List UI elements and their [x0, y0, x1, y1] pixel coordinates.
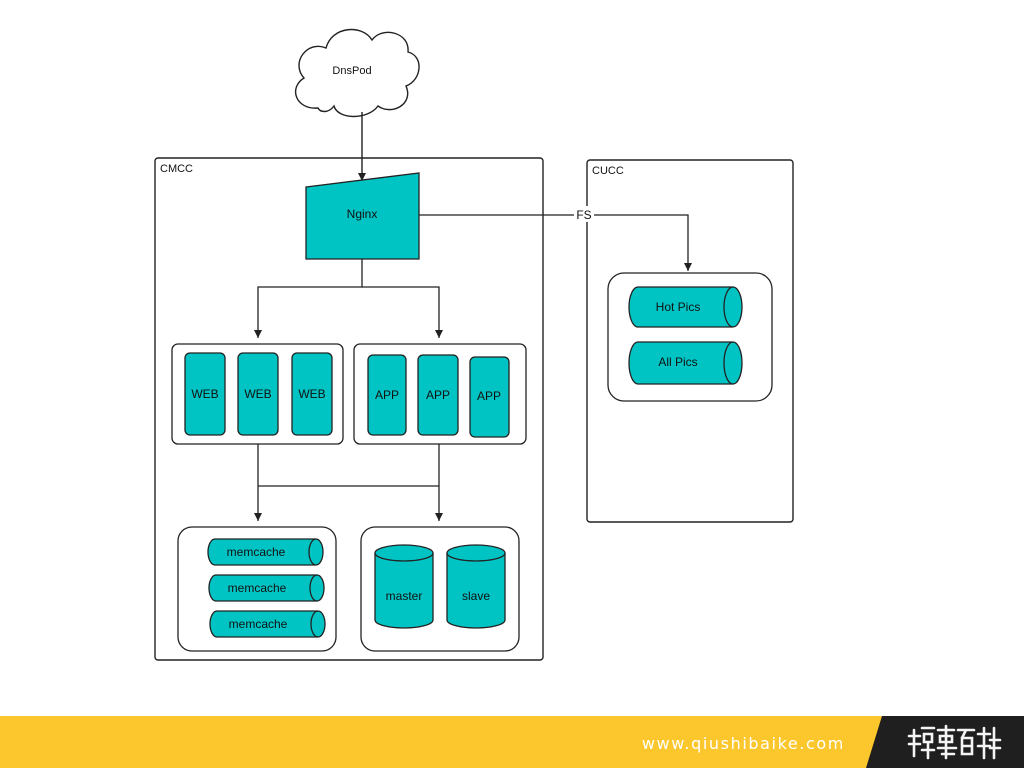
cucc-label: CUCC — [592, 165, 624, 177]
master-database: master — [374, 544, 434, 629]
web-server-label: WEB — [191, 387, 218, 401]
web-server-group: WEB WEB WEB — [171, 343, 344, 445]
footer-background — [0, 716, 1024, 768]
pics-storage-group: Hot Pics All Pics — [607, 272, 773, 402]
footer-bar: www.qiushibaike.com — [0, 716, 1024, 768]
footer-url[interactable]: www.qiushibaike.com — [641, 734, 845, 753]
brand-logo — [907, 724, 1002, 760]
web-server-label: WEB — [244, 387, 271, 401]
database-label: slave — [462, 589, 490, 603]
cmcc-region: CMCC — [154, 157, 544, 661]
hot-pics-storage: Hot Pics — [628, 286, 743, 328]
app-server-group: APP APP APP — [353, 343, 527, 445]
dnspod-label: DnsPod — [332, 65, 371, 77]
memcache-label: memcache — [229, 617, 288, 631]
nginx-label: Nginx — [347, 207, 378, 221]
memcache-label: memcache — [228, 581, 287, 595]
app-server-label: APP — [426, 388, 450, 402]
storage-label: Hot Pics — [656, 300, 701, 314]
cucc-region: CUCC — [586, 159, 794, 523]
app-server-label: APP — [477, 389, 501, 403]
app-server: APP — [367, 354, 407, 436]
web-server-label: WEB — [298, 387, 325, 401]
memcache-group: memcache memcache memcache — [177, 526, 337, 652]
web-server: WEB — [237, 352, 279, 436]
cmcc-label: CMCC — [160, 163, 193, 175]
database-group: master slave — [360, 526, 520, 652]
nginx-node: Nginx — [305, 172, 420, 260]
memcache-node: memcache — [207, 538, 324, 566]
all-pics-storage: All Pics — [628, 341, 743, 385]
app-server: APP — [469, 356, 510, 438]
database-label: master — [386, 589, 423, 603]
app-server-label: APP — [375, 388, 399, 402]
dnspod-cloud: DnsPod — [294, 28, 420, 118]
web-server: WEB — [184, 352, 226, 436]
architecture-diagram: DnsPod CMCC CUCC Nginx FS WEB WEB W — [154, 28, 794, 661]
memcache-label: memcache — [227, 545, 286, 559]
storage-label: All Pics — [658, 355, 697, 369]
app-server: APP — [417, 354, 459, 436]
fs-link-label: FS — [576, 208, 591, 222]
memcache-node: memcache — [209, 610, 326, 638]
memcache-node: memcache — [208, 574, 325, 602]
web-server: WEB — [291, 352, 333, 436]
slave-database: slave — [446, 544, 506, 629]
nginx-to-web-arrow — [254, 259, 363, 338]
nginx-to-storage-link — [419, 214, 692, 271]
nginx-to-app-arrow — [362, 286, 443, 338]
